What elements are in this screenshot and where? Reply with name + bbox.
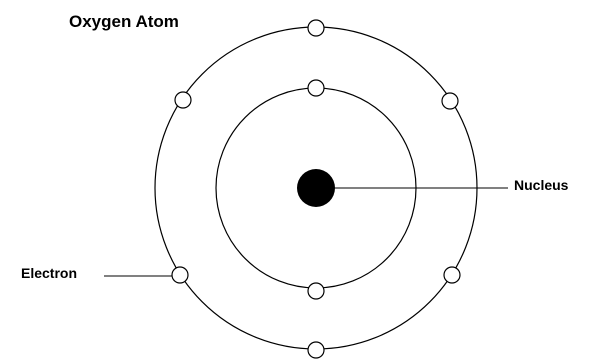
electron-outer-top [307, 19, 325, 37]
electron-outer-lower-left [171, 266, 189, 284]
nucleus-label: Nucleus [514, 177, 569, 193]
electron-outer-bottom [307, 341, 325, 359]
electron-outer-lower-right [443, 266, 461, 284]
electron-outer-upper-left [174, 91, 192, 109]
electron-inner-bottom [307, 282, 325, 300]
electron-label: Electron [21, 265, 78, 281]
electron-inner-top [307, 79, 325, 97]
diagram-title: Oxygen Atom [69, 12, 179, 31]
nucleus [297, 169, 335, 207]
electron-outer-upper-right [441, 92, 459, 110]
